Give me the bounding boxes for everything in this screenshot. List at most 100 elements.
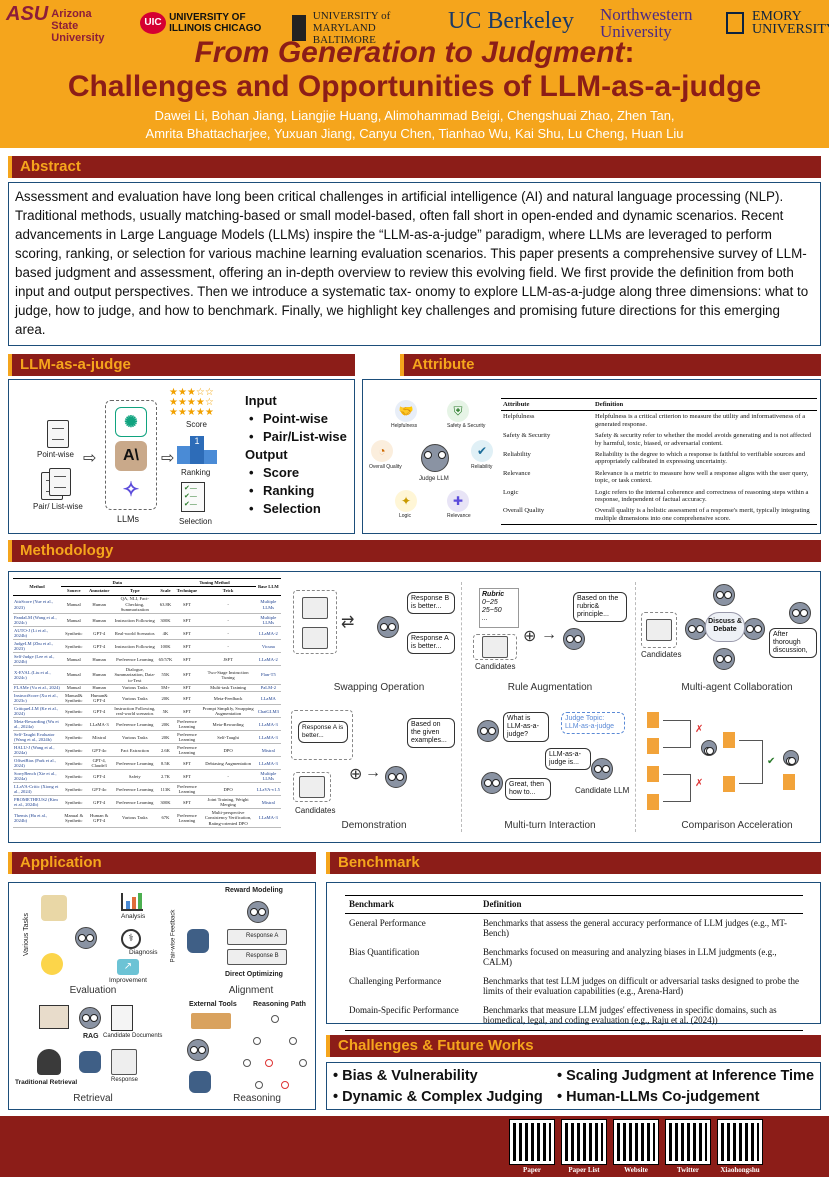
demo-bubble: Based on the given examples... <box>407 718 455 748</box>
ranking-label: Ranking <box>181 468 211 477</box>
reasoning-label: Reasoning <box>233 1093 281 1104</box>
logo-row: ASU Arizona State University UIC UNIVERS… <box>0 4 829 46</box>
poster-header: ASU Arizona State University UIC UNIVERS… <box>0 0 829 148</box>
qr-code-twitter[interactable] <box>665 1119 711 1165</box>
discuss-debate-cloud: Discuss & Debate <box>705 612 745 642</box>
table-cell: - <box>200 769 256 784</box>
reliability-label: Reliability <box>471 464 493 470</box>
qr-code-website[interactable] <box>613 1119 659 1165</box>
table-cell: Preference Learning <box>111 717 158 732</box>
table-cell: Various Tasks <box>111 684 158 693</box>
table-header-row: Attribute Definition <box>501 397 817 412</box>
response-a-card: Response A <box>227 929 287 945</box>
table-cell: Debiasing Augmentation <box>200 756 256 771</box>
swap-arrow-icon: ⇄ <box>341 614 355 631</box>
table-cell: GPT-4 <box>86 626 112 641</box>
table-cell: Mistral <box>255 743 281 758</box>
column-header: Definition <box>593 397 817 412</box>
table-cell: Synthetic <box>61 782 87 797</box>
attribute-panel: 🤝 Helpfulness ⛨ Safety & Security ◔ Over… <box>362 379 821 534</box>
table-cell: Joint Training, Weight Merging <box>200 795 256 810</box>
demonstration-diagram: Response A is better... Candidates ⊕ → B… <box>289 708 459 838</box>
multi-agent-label: Multi-agent Collaboration <box>681 682 793 693</box>
table-row: LLaVA-Critic (Xiong et al., 2024)Synthet… <box>13 782 281 797</box>
table-cell: 100K <box>157 639 174 654</box>
pair-list-wise-label: Pair/ List-wise <box>33 502 83 511</box>
podium-icon: 1 <box>177 434 217 464</box>
table-cell: Synthetic <box>61 756 87 771</box>
rule-bubble: Based on the rubric& principle... <box>573 592 627 622</box>
application-panel: Various Tasks Analysis ⚕ Diagnosis ↗ Imp… <box>8 882 316 1110</box>
table-cell: OffsetBias (Park et al., 2024) <box>13 756 62 771</box>
rubric-card: Rubric 0~25 25~50 ... <box>479 588 519 628</box>
question-bubble: What is LLM-as-a-judge? <box>503 712 549 742</box>
arrow-right-icon: → <box>541 626 557 643</box>
qr-code-paper[interactable] <box>509 1119 555 1165</box>
pair-wise-feedback-label: Pair-wise Feedback <box>170 909 177 963</box>
candidates-box <box>473 634 517 660</box>
analysis-label: Analysis <box>121 913 146 920</box>
candidate-doc-icon <box>646 619 672 641</box>
table-cell: 2.7K <box>157 769 174 784</box>
table-cell: DPO <box>200 782 256 797</box>
table-cell: Instruction Following, real-world scenar… <box>111 704 158 719</box>
table-cell: X-EVAL (Liu et al., 2024c) <box>13 665 62 685</box>
table-cell: Human <box>86 652 112 667</box>
table-cell: Synthetic <box>61 769 87 784</box>
table-cell: Various Tasks <box>111 691 158 706</box>
candidate-llm-label: Candidate LLM <box>575 786 630 795</box>
column-header: Technique <box>173 586 201 596</box>
column-header: Attribute <box>501 397 593 412</box>
table-cell: Preference Learning <box>173 717 201 732</box>
table-cell: Two-Stage Instruction Tuning <box>200 665 256 685</box>
analysis-chart-icon <box>121 893 143 911</box>
table-cell: LLaMA-2 <box>255 626 281 641</box>
table-cell: GPT-4 <box>86 704 112 719</box>
table-cell: Self-Taught Evaluator (Wang et al., 2024… <box>13 730 62 745</box>
challenge-item: • Human-LLMs Co-judgement <box>557 1089 760 1105</box>
table-cell: Multiple LLMs <box>255 769 281 784</box>
arrow-right-icon: ⇨ <box>161 450 175 467</box>
qr-code-xiaohongshu[interactable] <box>717 1119 763 1165</box>
evaluation-label: Evaluation <box>69 985 117 996</box>
reasoning-path-label: Reasoning Path <box>253 1001 306 1008</box>
evaluation-diagram: Various Tasks Analysis ⚕ Diagnosis ↗ Imp… <box>13 887 163 997</box>
various-tasks-label: Various Tasks <box>22 913 30 956</box>
retrieval-label: Retrieval <box>73 1093 113 1104</box>
table-cell: LLaMA-3 <box>86 717 112 732</box>
helpfulness-icon: 🤝 <box>395 400 417 422</box>
qr-label: Paper List <box>568 1166 600 1174</box>
table-cell: SFT <box>173 756 201 771</box>
table-cell: Synthetic <box>61 717 87 732</box>
judge-llm-label: Judge LLM <box>419 476 449 482</box>
response-b-card: Response B <box>227 949 287 965</box>
table-cell: PandaLM (Wang et al., 2024c) <box>13 613 62 628</box>
column-header: Trick <box>200 586 256 596</box>
table-cell: Synthetic <box>61 730 87 745</box>
table-cell: PaLM-2 <box>255 684 281 693</box>
table-cell: Manual <box>61 652 87 667</box>
methodology-panel: Method Data Tuning Method Base LLM Sourc… <box>8 571 821 843</box>
input-item: Pair/List-wise <box>245 428 347 446</box>
table-cell: Self-Taught <box>200 730 256 745</box>
agent-owl-icon <box>713 648 735 670</box>
qr-label: Paper <box>523 1166 541 1174</box>
benchmark-panel: Benchmark Definition General Performance… <box>326 882 821 1031</box>
table-cell: SFT <box>173 626 201 641</box>
table-cell: 55K <box>157 665 174 685</box>
traditional-retrieval-label: Traditional Retrieval <box>15 1079 78 1086</box>
arrow-right-icon: ⇨ <box>83 450 97 467</box>
table-cell: - <box>200 595 256 615</box>
improvement-label: Improvement <box>109 977 147 984</box>
table-cell: Safety <box>111 769 158 784</box>
qr-code-paper-list[interactable] <box>561 1119 607 1165</box>
authors: Dawei Li, Bohan Jiang, Liangjie Huang, A… <box>0 107 829 143</box>
table-cell: LLaMA-3 <box>255 730 281 745</box>
